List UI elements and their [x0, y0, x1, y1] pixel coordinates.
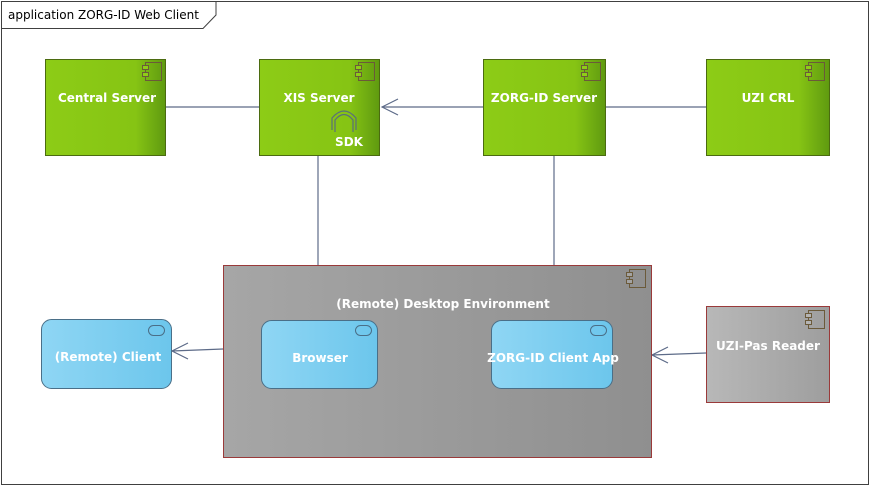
component-icon — [142, 62, 162, 81]
component-icon — [805, 310, 825, 329]
component-icon — [355, 62, 375, 81]
node-zorg-id-server[interactable]: ZORG-ID Server — [483, 59, 606, 156]
node-uzi-crl[interactable]: UZI CRL — [706, 59, 830, 156]
desktop-env-label: (Remote) Desktop Environment — [336, 297, 550, 311]
component-icon — [626, 269, 646, 288]
node-label: XIS Server — [283, 91, 354, 105]
node-browser[interactable]: Browser — [261, 320, 378, 389]
node-label: UZI-Pas Reader — [716, 339, 820, 353]
connector-reader-env — [651, 352, 707, 356]
app-service-icon — [590, 325, 607, 336]
node-label: (Remote) Client — [55, 350, 162, 364]
app-service-icon — [148, 325, 165, 336]
node-uzi-pas-reader[interactable]: UZI-Pas Reader — [706, 306, 830, 403]
component-icon — [805, 62, 825, 81]
interface-icon — [331, 110, 357, 132]
app-service-icon — [355, 325, 372, 336]
component-icon — [581, 62, 601, 81]
node-label: Central Server — [58, 91, 156, 105]
node-zorg-id-client-app[interactable]: ZORG-ID Client App — [487, 320, 619, 389]
node-central-server[interactable]: Central Server — [45, 59, 166, 156]
frame-title: application ZORG-ID Web Client — [8, 8, 199, 22]
node-xis-server[interactable]: XIS Server SDK — [259, 59, 380, 156]
frame-tab — [1, 1, 217, 29]
connector-env-client — [171, 348, 224, 352]
node-label: ZORG-ID Server — [491, 91, 597, 105]
node-label: ZORG-ID Client App — [487, 351, 619, 365]
arrowhead-xis — [380, 98, 399, 116]
sdk-label: SDK — [335, 135, 364, 149]
node-label: Browser — [292, 351, 348, 365]
node-label: UZI CRL — [742, 91, 795, 105]
node-remote-client[interactable]: (Remote) Client — [41, 319, 172, 389]
